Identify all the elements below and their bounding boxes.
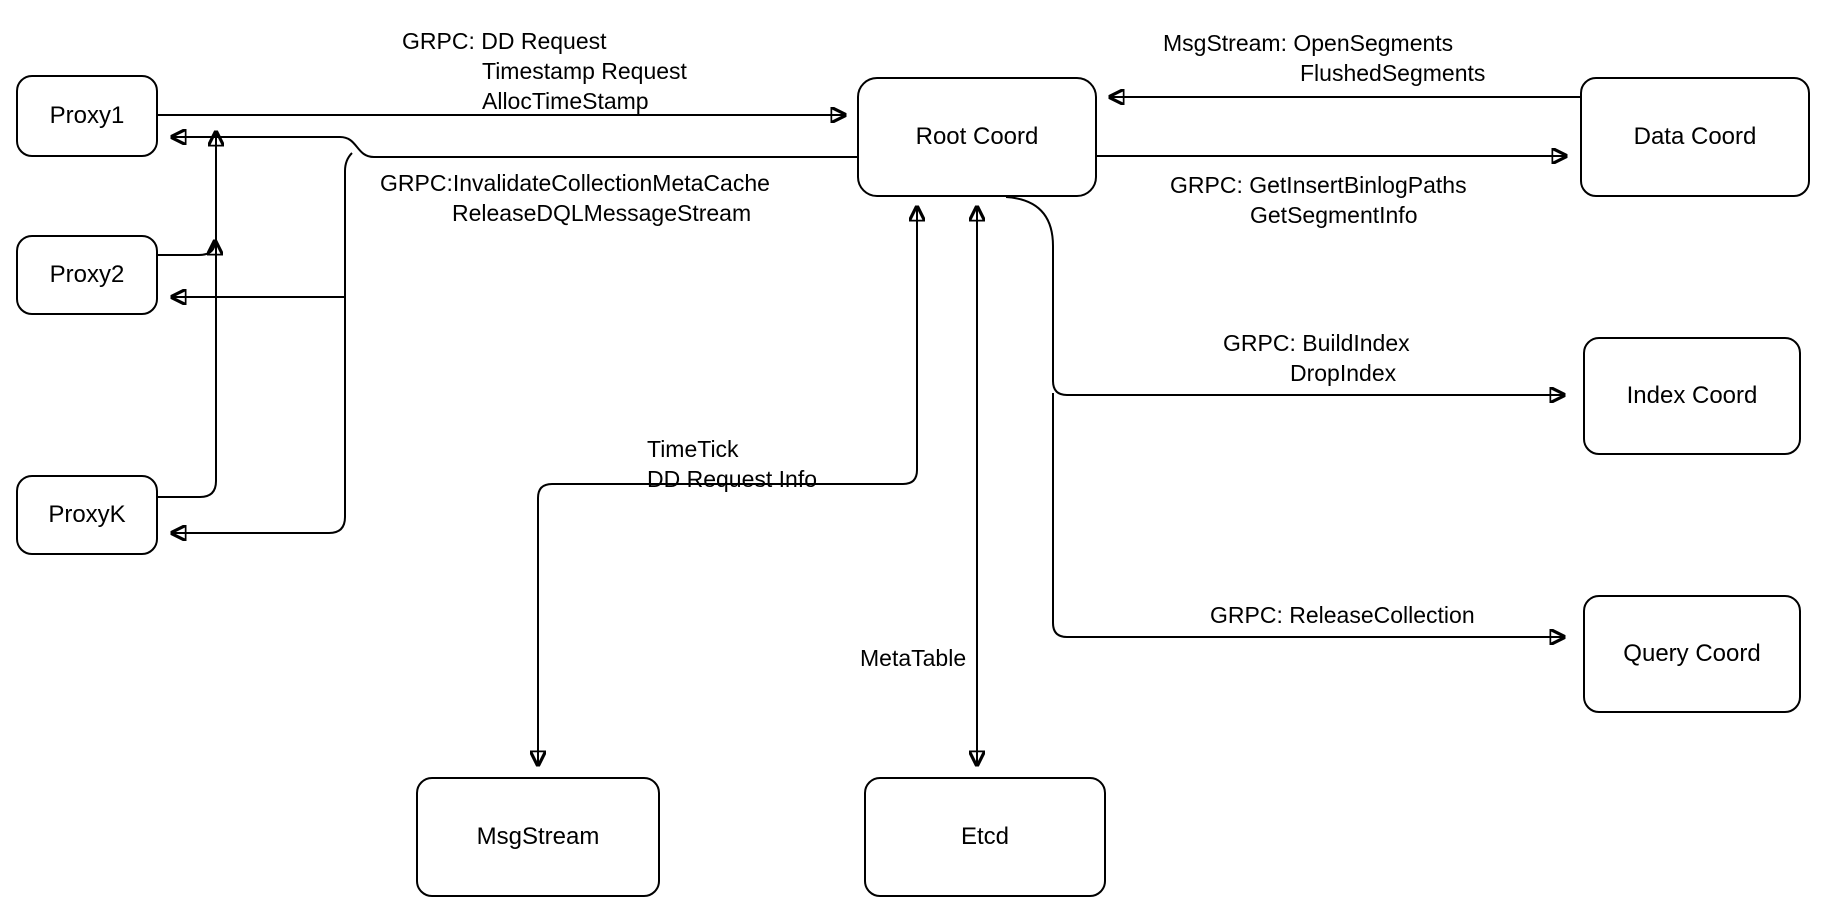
edge-label-line: FlushedSegments — [1300, 60, 1486, 86]
edge-label-root-to-msgstream: TimeTick DD Request Info — [647, 434, 817, 494]
edge-label-line: GRPC: ReleaseCollection — [1210, 602, 1475, 628]
node-datacoord: Data Coord — [1580, 77, 1810, 197]
node-datacoord-label: Data Coord — [1633, 123, 1757, 150]
edge-label-root-to-query: GRPC: ReleaseCollection — [1210, 600, 1475, 630]
edge-label-line: Timestamp Request — [482, 58, 687, 84]
edge-label-line: DropIndex — [1290, 360, 1397, 386]
node-indexcoord-label: Index Coord — [1626, 382, 1758, 409]
node-proxyk-label: ProxyK — [48, 501, 126, 528]
node-proxyk: ProxyK — [16, 475, 158, 555]
node-msgstream-label: MsgStream — [476, 823, 600, 850]
node-rootcoord: Root Coord — [857, 77, 1097, 197]
edge-label-proxy-to-root: GRPC: DD Request Timestamp Request Alloc… — [402, 26, 687, 116]
node-rootcoord-label: Root Coord — [915, 123, 1039, 150]
edge-label-line: MetaTable — [860, 645, 967, 671]
node-proxy1: Proxy1 — [16, 75, 158, 157]
edge-label-line: GRPC:InvalidateCollectionMetaCache — [380, 170, 770, 196]
edge-rootcoord-to-indexcoord — [1005, 196, 1564, 395]
node-querycoord-label: Query Coord — [1623, 640, 1761, 667]
edge-label-line: GetSegmentInfo — [1250, 202, 1418, 228]
edge-rootcoord-to-querycoord — [1052, 393, 1564, 637]
node-etcd: Etcd — [864, 777, 1106, 897]
edge-proxy2-merge — [158, 241, 215, 256]
edge-rootcoord-to-proxy1 — [172, 137, 857, 158]
edge-label-line: GRPC: DD Request — [402, 28, 607, 54]
node-msgstream: MsgStream — [416, 777, 660, 897]
edge-rootcoord-to-proxyk — [172, 152, 353, 533]
node-etcd-label: Etcd — [960, 823, 1010, 850]
edge-label-root-to-index: GRPC: BuildIndex DropIndex — [1223, 328, 1410, 388]
edge-label-line: DD Request Info — [647, 466, 818, 492]
edge-proxyk-merge-trunk — [158, 132, 216, 498]
edge-label-line: TimeTick — [647, 436, 739, 462]
edge-rootcoord-msgstream — [538, 207, 917, 765]
node-proxy1-label: Proxy1 — [49, 102, 125, 129]
edge-label-data-to-root: MsgStream: OpenSegments FlushedSegments — [1163, 28, 1485, 88]
edge-label-line: MsgStream: OpenSegments — [1163, 30, 1454, 56]
edge-label-line: AllocTimeStamp — [482, 88, 649, 114]
edge-label-line: ReleaseDQLMessageStream — [452, 200, 752, 226]
node-proxy2: Proxy2 — [16, 235, 158, 315]
edge-label-root-to-proxy: GRPC:InvalidateCollectionMetaCache Relea… — [380, 168, 770, 228]
node-proxy2-label: Proxy2 — [49, 261, 125, 288]
edge-label-line: GRPC: GetInsertBinlogPaths — [1170, 172, 1467, 198]
edge-label-line: GRPC: BuildIndex — [1223, 330, 1410, 356]
edge-label-root-to-data: GRPC: GetInsertBinlogPaths GetSegmentInf… — [1170, 170, 1467, 230]
node-querycoord: Query Coord — [1583, 595, 1801, 713]
node-indexcoord: Index Coord — [1583, 337, 1801, 455]
edge-label-root-to-etcd: MetaTable — [860, 643, 966, 673]
